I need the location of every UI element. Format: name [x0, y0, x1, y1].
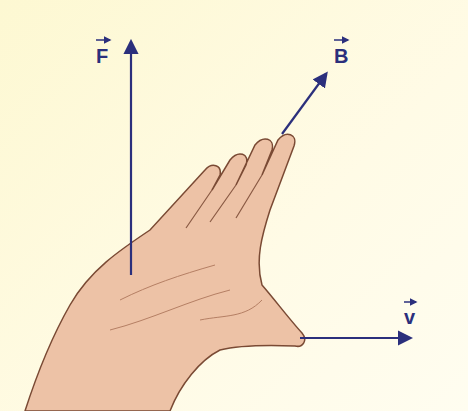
field-arrow: [282, 74, 326, 134]
hand-outline: [25, 134, 305, 411]
velocity-arrow: [300, 337, 410, 339]
vector-accent: [404, 301, 416, 303]
finger-lines: [186, 175, 262, 228]
vector-label: F: [96, 45, 108, 67]
vector-accent: [334, 39, 348, 41]
vector-accent: [96, 39, 110, 41]
vector-label: v: [404, 306, 415, 328]
force-arrow: [130, 42, 132, 275]
vector-label: B: [334, 45, 348, 67]
palm-creases: [110, 265, 262, 330]
